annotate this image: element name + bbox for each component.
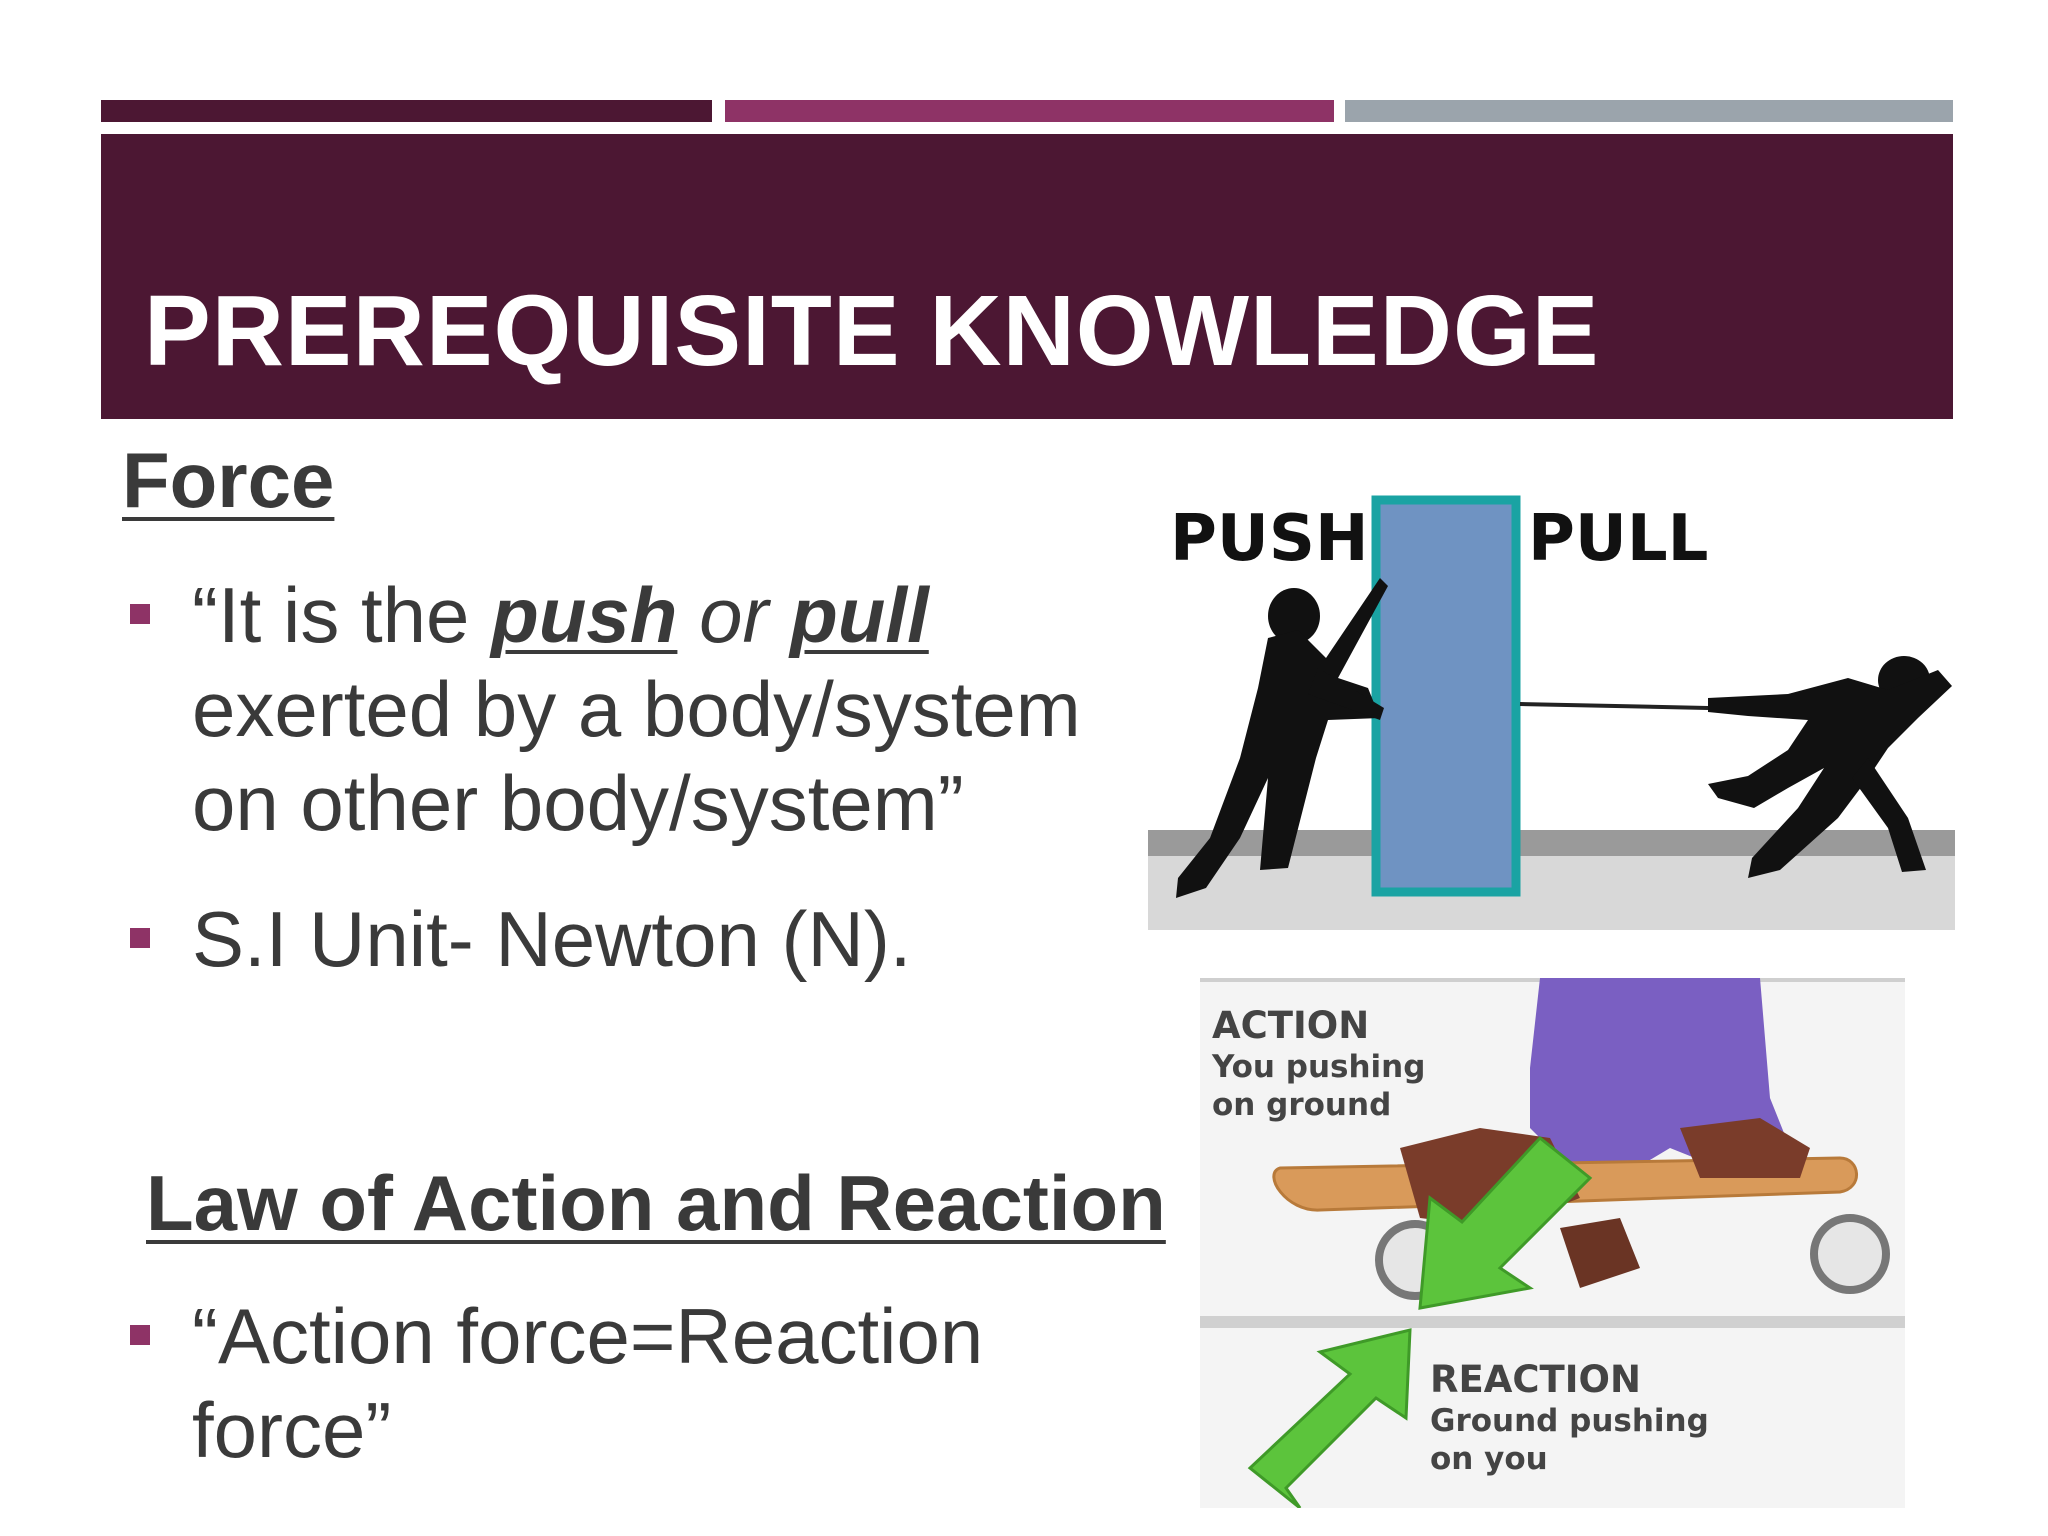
definition-line-3: on other body/system” (192, 759, 964, 847)
push-label: PUSH (1170, 502, 1369, 576)
force-definition: “It is the push or pull exerted by a bod… (192, 568, 1142, 850)
action-line-2: on ground (1212, 1087, 1391, 1123)
action-line-1: You pushing (1211, 1049, 1425, 1085)
pulling-person-silhouette (1708, 656, 1952, 878)
action-reaction-illustration: ACTION You pushing on ground REACTION Gr… (1200, 978, 1905, 1510)
law-line-2: force” (192, 1386, 392, 1474)
pushing-person-silhouette (1176, 578, 1388, 898)
reaction-arrow (1247, 1328, 1412, 1510)
si-unit-text: S.I Unit- Newton (N). (192, 895, 912, 983)
law-line-1: “Action force=Reaction (192, 1292, 984, 1380)
push-word: push (491, 571, 678, 659)
reaction-title: REACTION (1430, 1358, 1641, 1401)
action-title: ACTION (1212, 1004, 1369, 1047)
law-statement: “Action force=Reaction force” (192, 1289, 983, 1477)
title-banner: PREREQUISITE KNOWLEDGE (101, 134, 1953, 419)
force-heading: Force (122, 436, 335, 524)
definition-open-text: “It is the (192, 571, 492, 659)
accent-bar-dark (101, 100, 712, 122)
push-pull-drawing: PUSH PULL (1148, 458, 1955, 930)
pull-word: pull (790, 571, 929, 659)
slide-title: PREREQUISITE KNOWLEDGE (144, 275, 1600, 387)
definition-line-2: exerted by a body/system (192, 665, 1081, 753)
action-reaction-drawing: ACTION You pushing on ground REACTION Gr… (1200, 978, 1905, 1510)
action-arrow (1418, 1135, 1593, 1310)
bullet-marker (130, 1325, 150, 1345)
bullet-marker (130, 604, 150, 624)
law-heading: Law of Action and Reaction (146, 1159, 1166, 1247)
accent-bar-gray (1345, 100, 1953, 122)
pull-label: PULL (1528, 502, 1708, 576)
push-pull-illustration: PUSH PULL (1148, 458, 1955, 930)
bullet-marker (130, 928, 150, 948)
or-word: or (677, 571, 791, 659)
accent-bar-magenta (725, 100, 1334, 122)
reaction-line-2: on you (1430, 1441, 1548, 1477)
box-shape (1371, 495, 1521, 897)
reaction-line-1: Ground pushing (1430, 1403, 1709, 1439)
